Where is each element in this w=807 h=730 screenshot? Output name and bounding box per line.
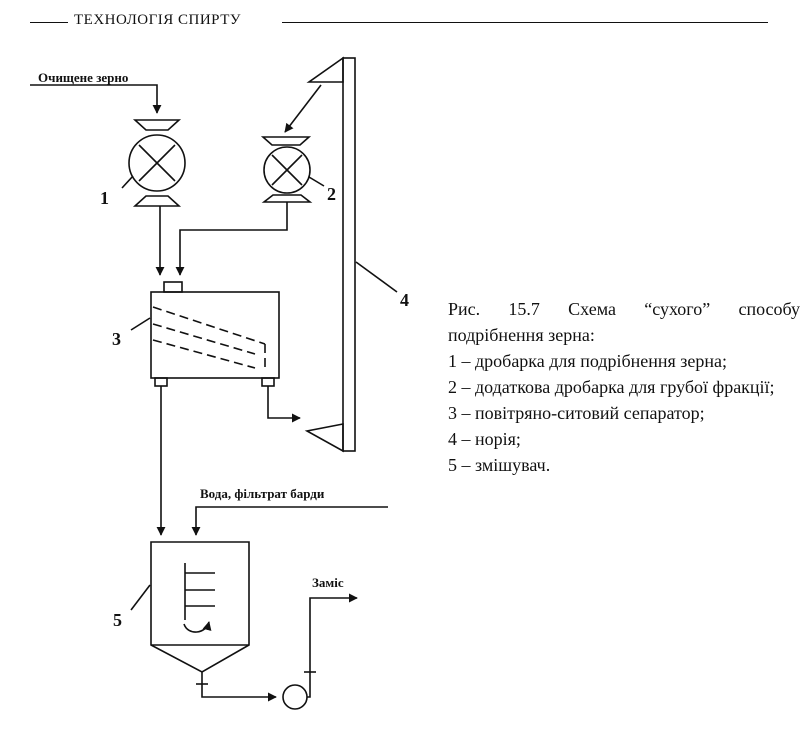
figure-caption: Рис. 15.7 Схема “сухого” способу подрібн…	[448, 296, 800, 478]
output-line	[304, 593, 358, 698]
crusher-2-to-separator-line	[175, 202, 288, 276]
crusher-1	[121, 119, 186, 207]
header-rule-right	[282, 22, 768, 23]
elevator-noria	[304, 56, 398, 453]
number-label-2: 2	[327, 184, 336, 204]
mixer-5	[130, 541, 250, 673]
elevator-to-crusher-2-line	[284, 84, 322, 133]
number-label-5: 5	[113, 610, 122, 630]
caption-item-1: 1 – дробарка для подрібнення зерна;	[448, 351, 728, 371]
running-title: ТЕХНОЛОГІЯ СПИРТУ	[74, 12, 241, 28]
crusher-2	[260, 136, 325, 203]
number-label-1: 1	[100, 188, 109, 208]
input-water-line	[191, 506, 388, 536]
separator-to-elevator-line	[267, 386, 301, 423]
header-rule-left	[30, 22, 68, 23]
output-label: Заміс	[312, 575, 344, 590]
number-label-4: 4	[400, 290, 409, 310]
input-water-label: Вода, фільтрат барди	[200, 486, 325, 501]
caption-title: Рис. 15.7 Схема “сухого” способу подрібн…	[448, 299, 800, 345]
caption-item-2: 2 – додаткова дробарка для грубої фракці…	[448, 377, 775, 397]
number-label-3: 3	[112, 329, 121, 349]
caption-item-4: 4 – норія;	[448, 429, 521, 449]
input-grain-line	[30, 84, 162, 114]
input-grain-label: Очищене зерно	[38, 70, 128, 85]
caption-item-5: 5 – змішувач.	[448, 455, 551, 475]
separator-3	[130, 281, 280, 387]
mixer-to-pump-line	[196, 672, 277, 702]
pump	[282, 684, 308, 710]
caption-item-3: 3 – повітряно-ситовий сепаратор;	[448, 403, 705, 423]
